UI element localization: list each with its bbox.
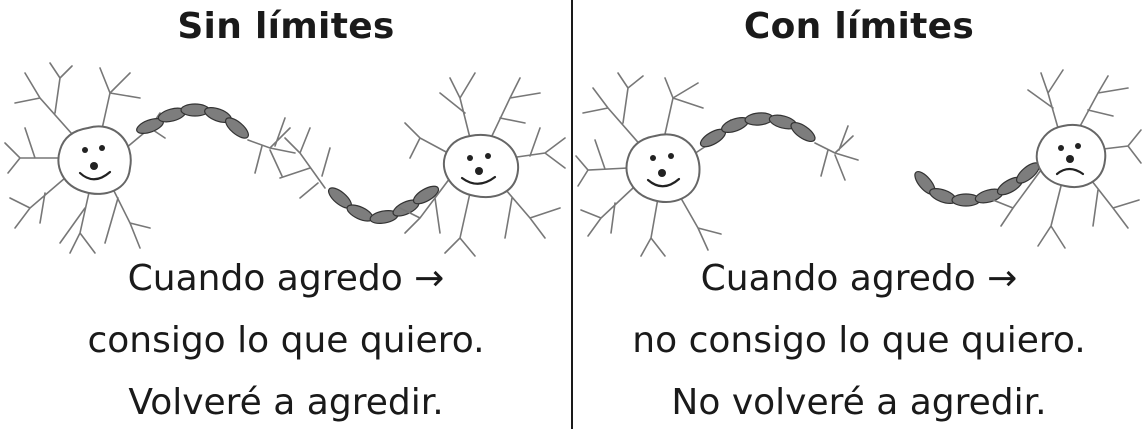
axon-right: [279, 127, 440, 224]
neuron-happy-left: [4, 62, 166, 254]
axon-right: [914, 162, 1040, 207]
axon-left: [699, 112, 859, 181]
neuron-sad-right: [992, 69, 1142, 249]
caption-line-2: no consigo lo que quiero.: [632, 320, 1086, 361]
panel-con-limites: Con límites: [573, 0, 1145, 429]
caption-line-2: consigo lo que quiero.: [87, 320, 485, 361]
axon-left: [136, 103, 296, 177]
panel-sin-limites: Sin límites: [0, 0, 572, 429]
neuron-happy-right: [399, 72, 566, 257]
neuron-happy-left: [575, 72, 732, 257]
connected-neurons-illustration: [4, 62, 566, 257]
caption-line-1: Cuando agredo →: [127, 258, 445, 299]
caption-line-1: Cuando agredo →: [700, 258, 1018, 299]
panel-divider: [571, 0, 573, 429]
caption-line-3: Volveré a agredir.: [128, 382, 444, 423]
panel-title: Con límites: [743, 6, 975, 47]
panel-title: Sin límites: [177, 6, 395, 47]
disconnected-neurons-illustration: [575, 69, 1142, 257]
caption-line-3: No volveré a agredir.: [671, 382, 1047, 423]
